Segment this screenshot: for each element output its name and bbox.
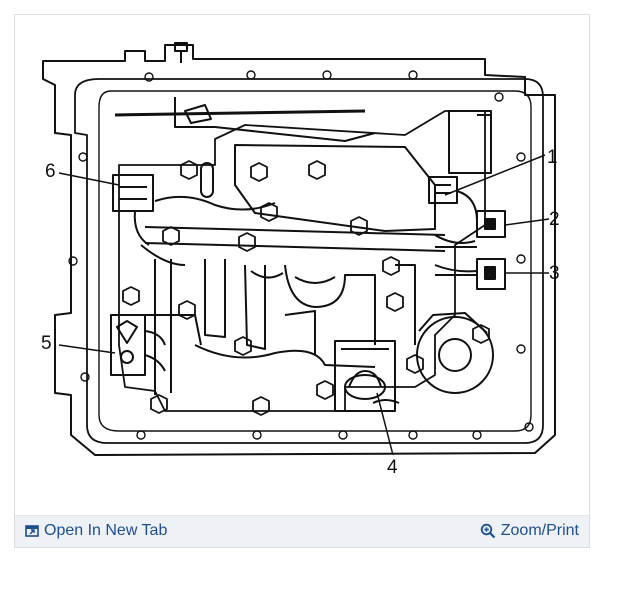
callout-5: 5: [41, 333, 52, 354]
callout-6: 6: [45, 161, 56, 182]
zoom-print-link[interactable]: Zoom/Print: [480, 522, 579, 540]
open-new-tab-label: Open In New Tab: [44, 522, 168, 539]
diagram-toolbar: Open In New Tab Zoom/Print: [15, 515, 589, 547]
callout-3: 3: [549, 263, 560, 284]
zoom-icon: [480, 523, 496, 539]
zoom-print-label: Zoom/Print: [500, 522, 579, 539]
callout-4: 4: [387, 457, 398, 478]
open-new-tab-link[interactable]: Open In New Tab: [25, 522, 167, 540]
valve-body-diagram[interactable]: 1 2 3 4 5 6: [15, 15, 589, 515]
callout-2: 2: [549, 209, 560, 230]
callout-1: 1: [547, 147, 558, 168]
diagram-card: 1 2 3 4 5 6 Open In New Tab: [14, 14, 590, 548]
open-new-tab-icon: [25, 524, 39, 538]
